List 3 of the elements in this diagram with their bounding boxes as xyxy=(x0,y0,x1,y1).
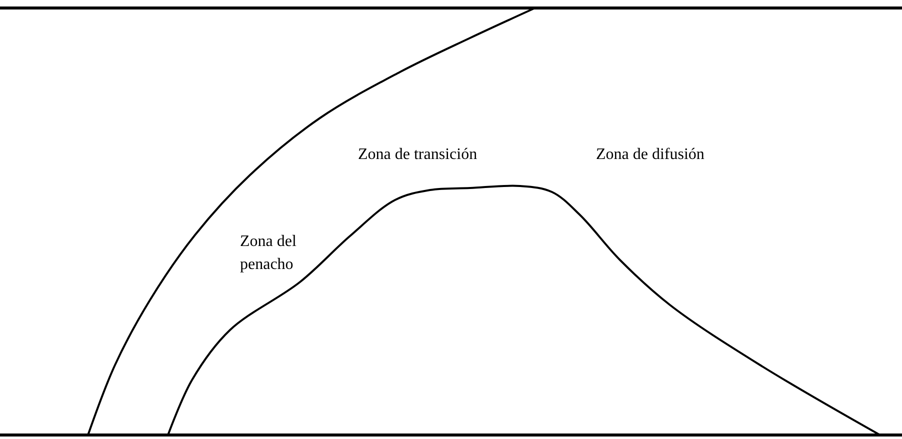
zone-label: Zona del penacho xyxy=(240,232,298,275)
zone-label: Zona de difusión xyxy=(596,145,706,165)
zone-label: Zona de transición xyxy=(358,145,478,165)
